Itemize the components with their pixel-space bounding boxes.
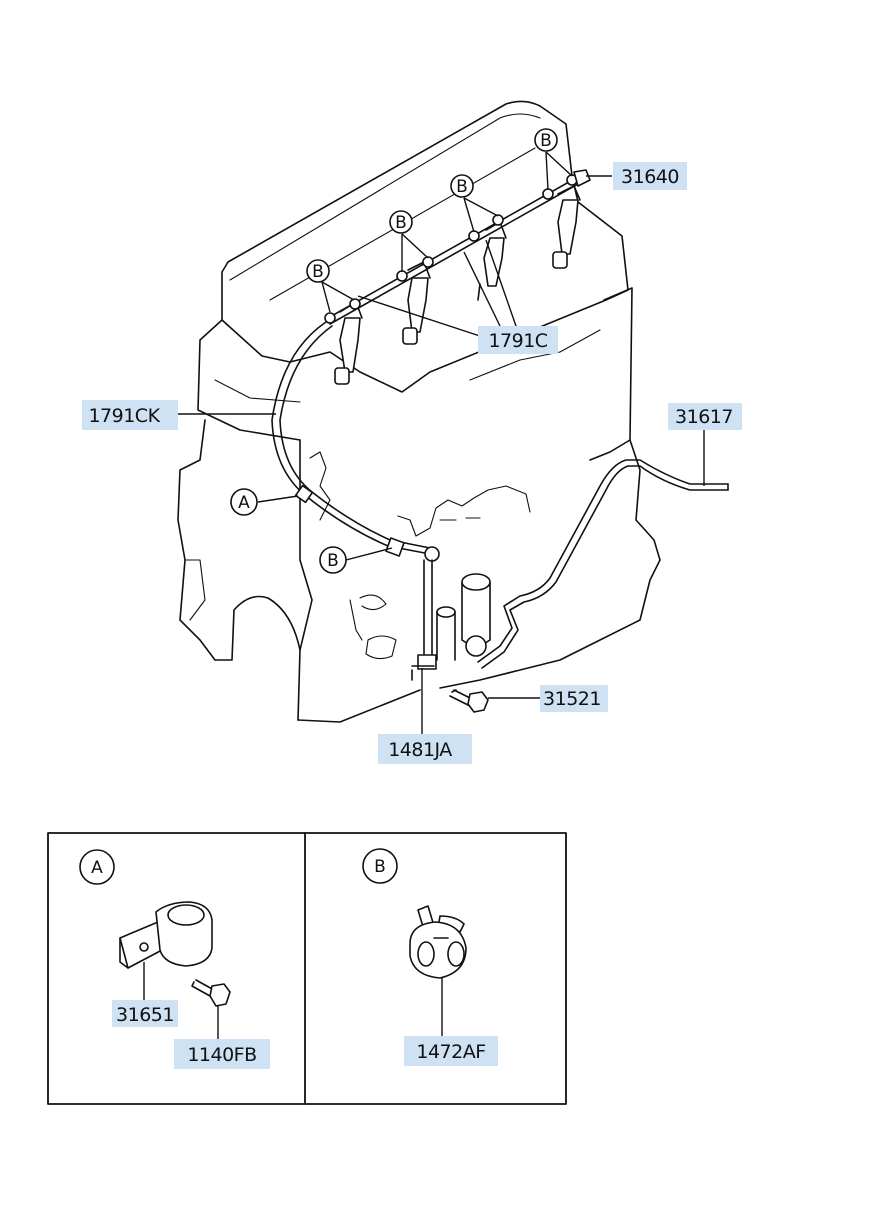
part-number-31640: 31640 — [621, 166, 679, 188]
part-number-1791ck: 1791CK — [88, 405, 160, 427]
bolt-1140fb-drawing — [191, 979, 231, 1007]
callout-b-4-letter: B — [312, 262, 324, 282]
injectors — [334, 185, 581, 385]
callout-a-detail-letter: A — [91, 858, 103, 878]
part-label-1140fb[interactable]: 1140FB — [174, 1039, 270, 1069]
fuel-pipe — [477, 459, 729, 669]
hose-clip-1472af-drawing — [409, 905, 467, 979]
detail-b: B 1472AF — [362, 848, 498, 1066]
part-label-1481ja[interactable]: 1481JA — [378, 734, 472, 764]
callout-b-1: B — [534, 128, 558, 152]
pump-pipe — [411, 559, 437, 681]
callout-b-detail: B — [362, 848, 398, 884]
injector-1 — [334, 301, 363, 385]
part-number-31521: 31521 — [543, 688, 601, 710]
part-number-1140fb: 1140FB — [187, 1044, 256, 1066]
part-number-1791c: 1791C — [488, 330, 547, 352]
part-number-1481ja: 1481JA — [388, 739, 452, 761]
part-label-31640[interactable]: 31640 — [613, 162, 687, 190]
part-number-31651: 31651 — [116, 1004, 174, 1026]
callout-a-main-letter: A — [238, 493, 250, 513]
part-label-31651[interactable]: 31651 — [112, 1000, 178, 1027]
bolt-31521 — [449, 689, 489, 713]
callout-b-2-letter: B — [456, 177, 468, 197]
engine-block-drawing — [177, 100, 661, 723]
part-number-1472af: 1472AF — [416, 1041, 485, 1063]
callout-b-3: B — [389, 210, 413, 234]
part-label-1791c[interactable]: 1791C — [478, 326, 558, 354]
part-label-1791ck[interactable]: 1791CK — [82, 400, 178, 430]
callout-b-5: B — [319, 546, 347, 574]
callout-b-detail-letter: B — [374, 857, 386, 877]
part-number-31617: 31617 — [675, 406, 733, 428]
part-label-31521[interactable]: 31521 — [540, 685, 608, 712]
callout-b-4: B — [306, 259, 330, 283]
callout-a-main: A — [230, 488, 258, 516]
return-hose — [271, 321, 440, 562]
part-label-1472af[interactable]: 1472AF — [404, 1036, 498, 1066]
injector-4 — [552, 185, 581, 269]
callout-b-1-letter: B — [540, 131, 552, 151]
part-label-31617[interactable]: 31617 — [668, 403, 742, 430]
clamp-31651-drawing — [119, 901, 213, 969]
callout-b-2: B — [450, 174, 474, 198]
fuel-return-rail — [327, 177, 579, 325]
callout-a-detail: A — [79, 849, 115, 885]
leader-lines — [178, 151, 705, 736]
callout-b-3-letter: B — [395, 213, 407, 233]
detail-a: A 31651 1140FB — [79, 849, 270, 1069]
callout-b-5-letter: B — [327, 551, 339, 571]
detail-panel — [47, 832, 567, 1105]
